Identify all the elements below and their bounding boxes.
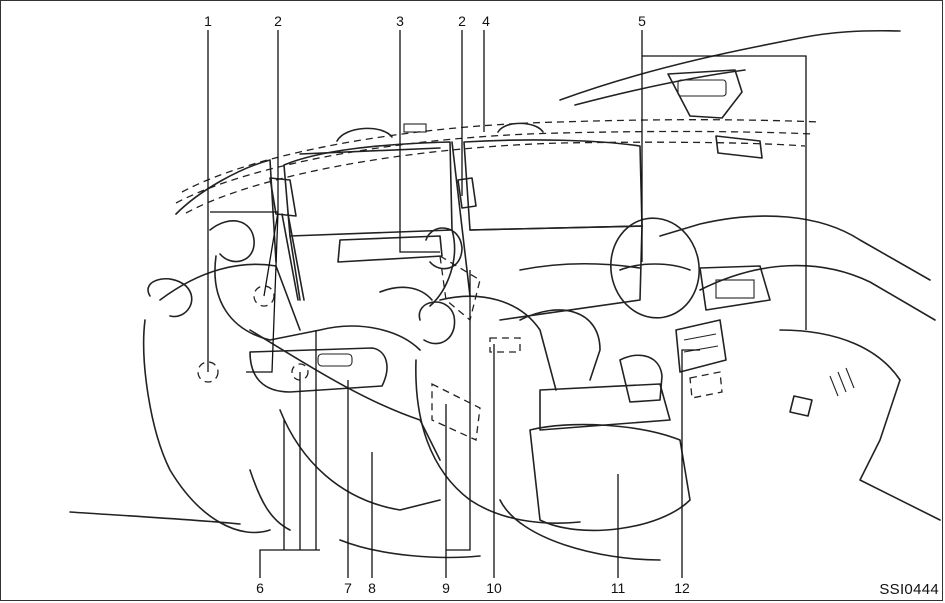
callout-12: 12	[672, 580, 692, 596]
callout-7: 7	[338, 580, 358, 596]
callout-6: 6	[250, 580, 270, 596]
figure-code-label: SSI0444	[879, 581, 939, 598]
callout-5: 5	[632, 13, 652, 29]
callout-3: 3	[390, 13, 410, 29]
callout-2-front: 2	[452, 13, 472, 29]
callout-8: 8	[362, 580, 382, 596]
callout-4: 4	[476, 13, 496, 29]
callout-9: 9	[436, 580, 456, 596]
callout-2-rear: 2	[268, 13, 288, 29]
callout-11: 11	[608, 580, 628, 596]
callout-10: 10	[484, 580, 504, 596]
callout-1: 1	[198, 13, 218, 29]
